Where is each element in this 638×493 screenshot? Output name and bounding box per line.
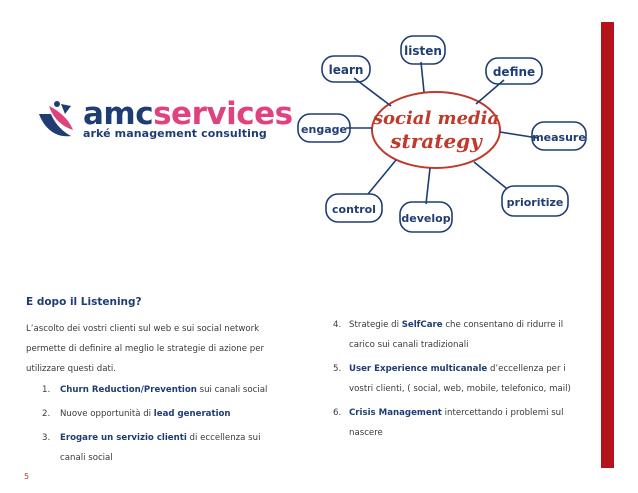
list-item-text: sui canali social <box>196 385 268 395</box>
node-measure-bubble <box>531 121 587 151</box>
section-heading: E dopo il Listening? <box>26 296 142 308</box>
list-item-number: 6. <box>333 408 342 418</box>
node-engage: engage <box>301 123 347 136</box>
list-item-bold: lead generation <box>153 409 231 419</box>
node-develop: develop <box>401 212 450 225</box>
list-item-bold: SelfCare <box>401 320 443 330</box>
node-engage-bubble <box>297 113 351 143</box>
node-prioritize: prioritize <box>507 196 564 209</box>
list-item: 1. Churn Reduction/Prevention sui canali… <box>42 380 287 400</box>
red-side-bar <box>601 22 614 468</box>
page-number: 5 <box>24 472 30 481</box>
list-item-text: d’eccellenza per i vostri clienti, ( soc… <box>349 364 571 394</box>
right-numbered-list: 4. Strategie di SelfCare che consentano … <box>333 315 588 447</box>
list-item: 4. Strategie di SelfCare che consentano … <box>333 315 588 355</box>
mindmap-center-line1: social media <box>372 108 499 129</box>
list-item-number: 3. <box>42 433 51 443</box>
list-item: 6. Crisis Management intercettando i pro… <box>333 403 588 443</box>
node-listen-bubble <box>400 35 446 65</box>
list-item-number: 1. <box>42 385 51 395</box>
node-learn-bubble <box>321 55 371 83</box>
list-item-text: intercettando i problemi sul nascere <box>349 408 564 438</box>
node-define-bubble <box>485 57 543 85</box>
node-prioritize-bubble <box>501 185 569 217</box>
list-item-text: Nuove opportunità di <box>60 409 154 419</box>
amc-services-logo: amcservices arké management consulting <box>35 94 293 154</box>
node-control-bubble <box>325 193 383 223</box>
list-item-bold: Churn Reduction/Prevention <box>60 385 197 395</box>
list-item-bold: Erogare un servizio clienti <box>60 433 187 443</box>
mindmap-center-line2: strategy <box>389 129 483 153</box>
node-control: control <box>332 203 376 216</box>
left-numbered-list: 1. Churn Reduction/Prevention sui canali… <box>42 380 287 472</box>
logo-services-text: services <box>153 96 293 132</box>
list-item-number: 4. <box>333 320 342 330</box>
list-item: 5. User Experience multicanale d’eccelle… <box>333 359 588 399</box>
list-item-text: che consentano di ridurre il carico sui … <box>349 320 564 350</box>
list-item-number: 5. <box>333 364 342 374</box>
node-develop-bubble <box>399 201 453 233</box>
node-measure: measure <box>532 131 586 144</box>
list-item: 2. Nuove opportunità di lead generation <box>42 404 287 424</box>
list-item-bold: Crisis Management <box>349 408 442 418</box>
list-item-number: 2. <box>42 409 51 419</box>
list-item: 3. Erogare un servizio clienti di eccell… <box>42 428 287 468</box>
logo-amc-text: amc <box>83 96 154 132</box>
node-learn: learn <box>329 63 364 77</box>
mindmap-center-oval <box>371 91 501 169</box>
list-item-bold: User Experience multicanale <box>349 364 488 374</box>
node-define: define <box>493 65 535 79</box>
node-listen: listen <box>404 44 442 58</box>
logo-wordmark: amcservices <box>83 94 293 134</box>
intro-paragraph: L’ascolto dei vostri clienti sul web e s… <box>26 324 265 374</box>
logo-figure-icon <box>39 101 73 137</box>
social-media-strategy-mindmap: social media strategy learn listen defin… <box>297 35 587 233</box>
logo-tagline: arké management consulting <box>83 127 267 140</box>
list-item-text: di eccellenza sui canali social <box>60 433 261 463</box>
list-item-text: Strategie di <box>349 320 402 330</box>
